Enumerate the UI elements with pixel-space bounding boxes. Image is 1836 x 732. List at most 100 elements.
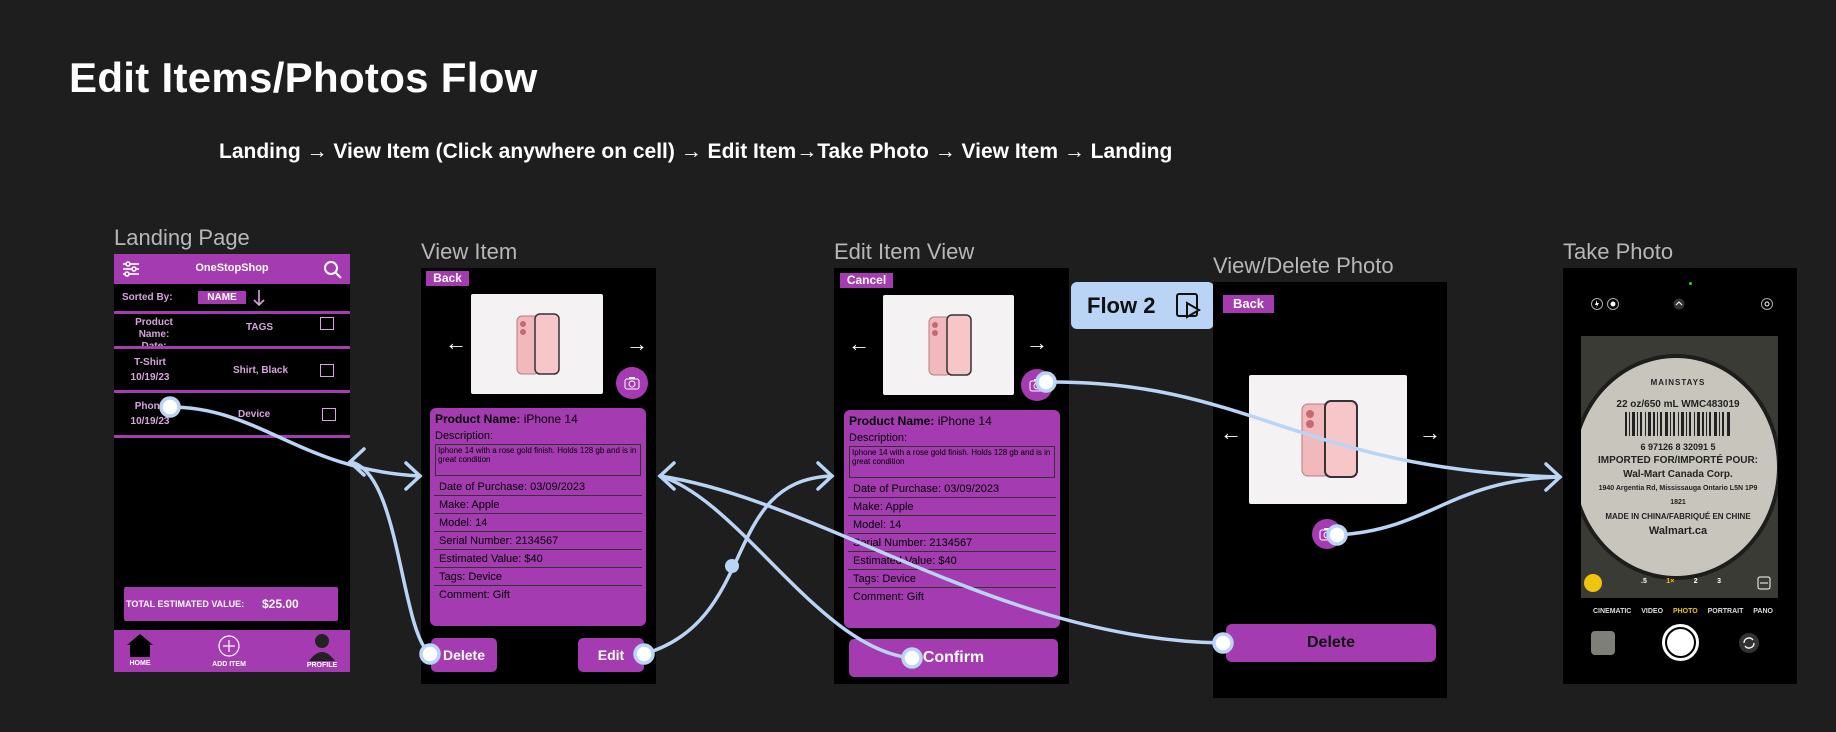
item-checkbox[interactable] bbox=[320, 364, 334, 377]
camera-icon bbox=[1319, 528, 1335, 541]
back-button[interactable]: Back bbox=[426, 271, 469, 286]
flow-2-tag[interactable]: Flow 2 bbox=[1071, 282, 1214, 329]
comment-field[interactable]: Comment: Gift bbox=[853, 591, 924, 603]
arrowhead bbox=[816, 461, 835, 491]
settings-icon[interactable] bbox=[1761, 298, 1773, 310]
frame-label-edit-item: Edit Item View bbox=[834, 239, 975, 264]
camera-button[interactable] bbox=[1312, 519, 1342, 549]
estimated-value: Estimated Value: $40 bbox=[434, 550, 642, 568]
product-image bbox=[883, 295, 1014, 395]
model: Model: 14 bbox=[434, 514, 642, 532]
flip-camera-icon[interactable] bbox=[1738, 632, 1760, 654]
model-field[interactable]: Model: 14 bbox=[848, 516, 1056, 534]
next-photo-arrow[interactable]: → bbox=[1419, 420, 1441, 445]
sort-select[interactable]: NAME bbox=[198, 291, 246, 304]
mode-option[interactable]: PORTRAIT bbox=[1707, 608, 1744, 615]
arrowhead bbox=[1544, 462, 1563, 492]
mode-option[interactable]: PHOTO bbox=[1672, 608, 1698, 615]
camera-modes: CINEMATIC VIDEO PHOTO PORTRAIT PANO bbox=[1593, 608, 1773, 615]
edit-button[interactable]: Edit bbox=[578, 638, 644, 672]
view-item-frame: Back ← → Product Name: iPhone 14 Descrip… bbox=[421, 268, 656, 684]
item-name: Phone bbox=[134, 401, 166, 412]
divider bbox=[114, 311, 350, 314]
camera-viewfinder[interactable]: MAINSTAYS 22 oz/650 mL WMC483019 6 97126… bbox=[1581, 336, 1778, 598]
flow-description: Landing → View Item (Click anywhere on c… bbox=[219, 140, 1173, 163]
filter-icon[interactable] bbox=[122, 260, 140, 278]
delete-button[interactable]: Delete bbox=[431, 638, 497, 672]
view-delete-photo-frame: Back ← → Delete bbox=[1213, 282, 1447, 698]
camera-button[interactable] bbox=[1021, 369, 1053, 401]
select-all-checkbox[interactable] bbox=[320, 317, 334, 330]
connector-junction bbox=[725, 559, 739, 573]
photo-thumbnail[interactable] bbox=[1591, 631, 1615, 655]
frame-label-view-item: View Item bbox=[421, 239, 518, 264]
phone-image-icon bbox=[928, 314, 972, 376]
make-field[interactable]: Make: Apple bbox=[848, 498, 1056, 516]
zoom-controls[interactable]: .5 1× 2 3 bbox=[1641, 578, 1721, 585]
product-label-text: MAINSTAYS 22 oz/650 mL WMC483019 6 97126… bbox=[1598, 378, 1758, 537]
list-item[interactable]: Phone 10/19/23 Device bbox=[114, 395, 350, 433]
item-date: 10/19/23 bbox=[130, 372, 170, 383]
nav-home[interactable]: HOME bbox=[120, 632, 160, 667]
arrow-down-icon[interactable] bbox=[252, 289, 266, 307]
camera-button[interactable] bbox=[616, 367, 648, 399]
chevron-up-icon[interactable] bbox=[1673, 298, 1685, 310]
camera-frame: MAINSTAYS 22 oz/650 mL WMC483019 6 97126… bbox=[1563, 268, 1797, 684]
date-of-purchase-field[interactable]: Date of Purchase: 03/09/2023 bbox=[848, 480, 1056, 498]
cancel-button[interactable]: Cancel bbox=[840, 273, 893, 288]
description-text: Iphone 14 with a rose gold finish. Holds… bbox=[435, 444, 641, 476]
nav-profile[interactable]: PROFILE bbox=[302, 631, 342, 669]
serial-number-field[interactable]: Serial Number: 2134567 bbox=[848, 534, 1056, 552]
mode-option[interactable]: PANO bbox=[1753, 608, 1773, 615]
next-photo-arrow[interactable]: → bbox=[1026, 330, 1048, 355]
prev-photo-arrow[interactable]: ← bbox=[445, 330, 467, 355]
mode-option[interactable]: CINEMATIC bbox=[1593, 608, 1632, 615]
product-image bbox=[471, 294, 603, 394]
item-tags: Device bbox=[238, 409, 271, 420]
face-detect-icon[interactable] bbox=[1584, 574, 1602, 592]
camera-icon bbox=[624, 377, 640, 390]
camera-indicator bbox=[1689, 282, 1692, 285]
search-icon[interactable] bbox=[323, 260, 343, 280]
delete-photo-button[interactable]: Delete bbox=[1226, 624, 1436, 662]
scan-icon[interactable] bbox=[1757, 576, 1771, 590]
sorted-by-label: Sorted By: bbox=[122, 292, 173, 303]
connector-edit-to-edit-view bbox=[642, 474, 834, 656]
estimated-value-field[interactable]: Estimated Value: $40 bbox=[848, 552, 1056, 570]
item-checkbox[interactable] bbox=[322, 408, 336, 421]
camera-icon bbox=[1029, 379, 1045, 392]
shutter-button[interactable] bbox=[1662, 624, 1699, 661]
mode-option[interactable]: VIDEO bbox=[1641, 608, 1664, 615]
arrowhead bbox=[347, 447, 366, 477]
nav-add-item[interactable]: ADD ITEM bbox=[204, 634, 254, 668]
tags: Tags: Device bbox=[434, 568, 642, 586]
barcode-icon bbox=[1625, 412, 1730, 436]
play-flow-icon bbox=[1176, 293, 1201, 319]
zoom-option[interactable]: .5 bbox=[1641, 578, 1647, 585]
item-date: 10/19/23 bbox=[130, 416, 170, 427]
divider bbox=[114, 346, 350, 349]
divider bbox=[114, 435, 350, 438]
make: Make: Apple bbox=[434, 496, 642, 514]
landing-frame: OneStopShop Sorted By: NAME Product Name… bbox=[114, 254, 350, 672]
next-photo-arrow[interactable]: → bbox=[626, 331, 648, 356]
zoom-option[interactable]: 2 bbox=[1693, 578, 1698, 585]
back-button[interactable]: Back bbox=[1223, 295, 1274, 313]
divider bbox=[114, 390, 350, 393]
frame-label-take-photo: Take Photo bbox=[1563, 239, 1674, 264]
live-photo-icon[interactable] bbox=[1607, 298, 1619, 310]
connector-delete-to-landing bbox=[348, 460, 432, 656]
description-field[interactable]: Iphone 14 with a rose gold finish. Holds… bbox=[849, 446, 1055, 478]
product-name-field[interactable]: Product Name: iPhone 14 bbox=[849, 414, 992, 428]
prev-photo-arrow[interactable]: ← bbox=[848, 331, 870, 356]
item-tags: Shirt, Black bbox=[233, 365, 289, 376]
confirm-button[interactable]: Confirm bbox=[849, 639, 1058, 677]
tags-field[interactable]: Tags: Device bbox=[848, 570, 1056, 588]
bottom-nav: HOME ADD ITEM PROFILE bbox=[114, 630, 350, 672]
flash-icon[interactable] bbox=[1591, 298, 1603, 310]
zoom-option[interactable]: 1× bbox=[1666, 578, 1675, 585]
zoom-option[interactable]: 3 bbox=[1717, 578, 1721, 585]
profile-icon bbox=[309, 634, 335, 661]
prev-photo-arrow[interactable]: ← bbox=[1220, 420, 1242, 445]
